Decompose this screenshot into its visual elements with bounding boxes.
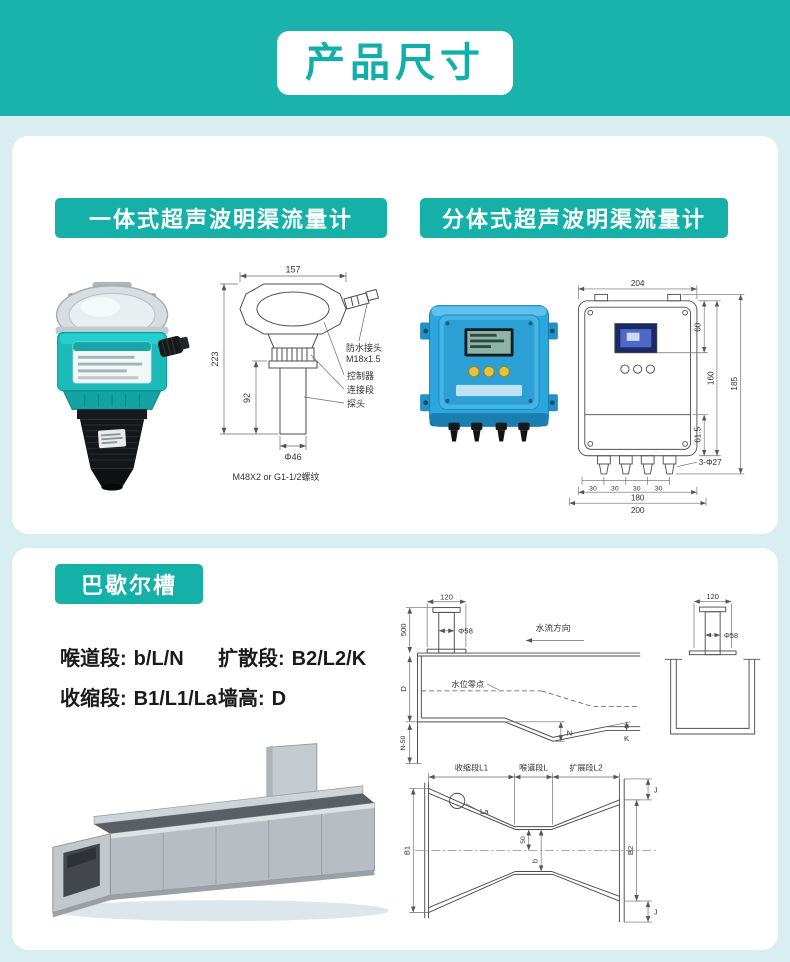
dim-185: 185 xyxy=(730,376,739,390)
flume-section-labels: 120 Φ58 xyxy=(706,592,738,640)
dim-50: 50 xyxy=(520,836,527,844)
dim-120-section: 120 xyxy=(706,592,718,601)
flume-plan-outline xyxy=(424,778,625,923)
label-contraction-segment: 收缩段L1 xyxy=(455,762,489,772)
page-title: 产品尺寸 xyxy=(305,41,485,85)
legend-wall-height-name: 墙高: xyxy=(218,688,265,710)
flume-side-labels: 120 Φ58 500 D N-50 N K 水流方向 水位零点 xyxy=(399,592,630,750)
probe-sticker xyxy=(97,428,127,449)
dim-223: 223 xyxy=(210,351,220,366)
dim-J-bottom: J xyxy=(654,907,658,916)
dim-30-1: 30 xyxy=(589,485,597,492)
dim-phi46: Φ46 xyxy=(284,452,301,462)
split-section-header: 分体式超声波明渠流量计 xyxy=(420,198,728,238)
split-dimension-drawing: 204 60 61.5 160 185 3-Φ27 30 30 30 30 18… xyxy=(568,279,745,515)
dim-157: 157 xyxy=(285,265,300,275)
dim-b: b xyxy=(530,859,539,863)
dim-180: 180 xyxy=(631,493,645,502)
label-La: La xyxy=(480,807,489,816)
dim-phi58-section: Φ58 xyxy=(724,631,738,640)
flume-section-outline xyxy=(665,606,761,735)
top-banner: 产品尺寸 xyxy=(0,0,790,116)
cable-gland xyxy=(157,336,190,358)
flume-plan-dimension-lines xyxy=(409,773,652,923)
dim-B2: B2 xyxy=(626,846,635,855)
legend-diffuser-value: B2/L2/K xyxy=(291,648,367,670)
legend-throat-value: b/L/N xyxy=(133,648,184,670)
legend-contraction: 收缩段: B1/L1/La xyxy=(60,682,217,711)
label-controller: 控制器 xyxy=(347,370,374,381)
parshall-flume-photo xyxy=(52,743,389,922)
integrated-dimension-drawing: 157 223 92 Φ46 防水接头 M18x1.5 控制器 连接段 探头 M… xyxy=(210,265,382,483)
dim-30-2: 30 xyxy=(611,485,619,492)
label-expansion-segment: 扩展段L2 xyxy=(569,762,603,772)
controller-glands xyxy=(448,422,530,442)
controller-outline xyxy=(577,293,698,475)
flume-plan-view-drawing: 收缩段L1 喉道段L 扩展段L2 La 50 b B1 B2 J J xyxy=(402,762,658,923)
controller-dimension-labels: 204 60 61.5 160 185 3-Φ27 30 30 30 30 18… xyxy=(589,279,739,515)
dim-204: 204 xyxy=(631,279,645,288)
dim-160: 160 xyxy=(706,371,715,385)
integrated-section-header: 一体式超声波明渠流量计 xyxy=(55,198,387,238)
label-gland-spec: M18x1.5 xyxy=(346,354,381,364)
dim-D: D xyxy=(399,686,408,692)
flowmeter-card: 一体式超声波明渠流量计 分体式超声波明渠流量计 xyxy=(12,136,778,534)
legend-wall-height-value: D xyxy=(271,688,287,710)
dim-N: N xyxy=(567,728,573,737)
dim-30-4: 30 xyxy=(655,485,663,492)
parshall-card: 巴歇尔槽 喉道段:b/L/N 扩散段:B2/L2/K 收缩段:B1/L1/La … xyxy=(12,548,778,950)
water-drawdown-line xyxy=(541,690,639,707)
dim-phi58-side: Φ58 xyxy=(458,627,473,636)
label-flow-direction: 水流方向 xyxy=(536,622,571,633)
flume-side-dimension-lines xyxy=(405,599,631,764)
flume-section-dimension-lines xyxy=(693,599,732,649)
label-water-zero: 水位零点 xyxy=(451,679,484,689)
label-throat-segment: 喉道段L xyxy=(519,762,548,772)
legend-throat: 喉道段: b/L/N xyxy=(60,642,184,671)
flume-plan-labels: 收缩段L1 喉道段L 扩展段L2 La 50 b B1 B2 J J xyxy=(402,762,657,916)
integrated-dimension-labels: 157 223 92 Φ46 防水接头 M18x1.5 控制器 连接段 探头 M… xyxy=(210,265,382,483)
drawing-screen-glare xyxy=(626,332,640,341)
flume-section-view-drawing: 120 Φ58 xyxy=(665,592,761,735)
dim-holes: 3-Φ27 xyxy=(699,458,722,467)
flume-side-outline xyxy=(416,607,641,764)
dim-500: 500 xyxy=(399,623,408,636)
dim-J-top: J xyxy=(654,785,658,794)
dim-60: 60 xyxy=(694,322,703,332)
label-probe: 探头 xyxy=(347,398,365,409)
dim-61-5: 61.5 xyxy=(694,426,703,442)
label-waterproof-gland: 防水接头 xyxy=(346,342,382,353)
parshall-section-header: 巴歇尔槽 xyxy=(55,564,203,604)
dim-B1: B1 xyxy=(402,846,411,855)
integrated-outline xyxy=(239,283,380,435)
legend-contraction-name: 收缩段: xyxy=(60,688,127,710)
legend-wall-height: 墙高: D xyxy=(218,682,286,711)
page-title-box: 产品尺寸 xyxy=(277,31,513,95)
dim-200: 200 xyxy=(631,506,645,515)
split-controller-photo xyxy=(420,305,558,442)
dim-120-side: 120 xyxy=(440,592,453,601)
controller-dimension-lines xyxy=(568,285,745,506)
integrated-flowmeter-photo xyxy=(55,281,190,491)
legend-contraction-value: B1/L1/La xyxy=(133,688,218,710)
dim-N50: N-50 xyxy=(400,736,407,751)
flume-side-view-drawing: 120 Φ58 500 D N-50 N K 水流方向 水位零点 xyxy=(399,592,641,764)
label-thread-spec: M48X2 or G1-1/2螺纹 xyxy=(232,471,319,482)
legend-diffuser: 扩散段: B2/L2/K xyxy=(218,642,366,671)
integrated-dimension-lines xyxy=(220,272,368,450)
dim-K: K xyxy=(624,734,630,743)
label-connector: 连接段 xyxy=(347,384,374,395)
dim-30-3: 30 xyxy=(633,485,641,492)
legend-diffuser-name: 扩散段: xyxy=(218,648,285,670)
dim-92: 92 xyxy=(242,393,252,403)
legend-throat-name: 喉道段: xyxy=(60,648,127,670)
